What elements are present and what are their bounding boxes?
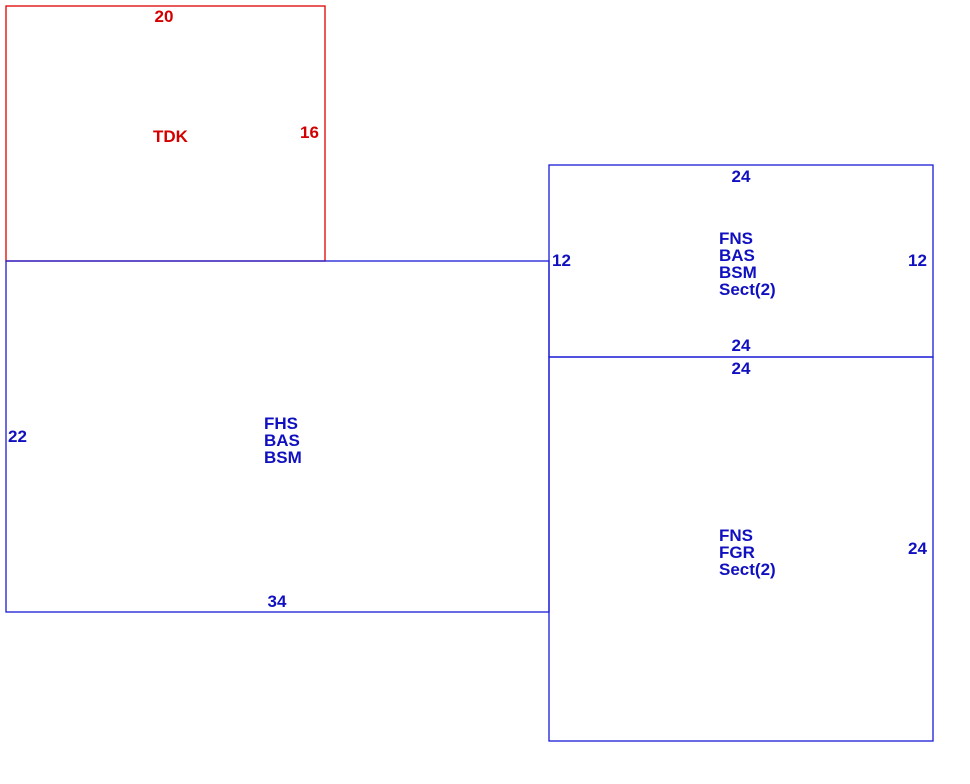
- upper-right-dim-bottom: 24: [732, 336, 751, 355]
- upper-right-code-1: FNS: [719, 229, 753, 248]
- upper-right-area: 24 12 12 24 FNS BAS BSM Sect(2): [548, 164, 934, 358]
- main-area: 22 34 FHS BAS BSM: [5, 260, 550, 613]
- main-area-code-3: BSM: [264, 448, 302, 467]
- deck-dim-top: 20: [155, 7, 174, 26]
- upper-right-code-3: BSM: [719, 263, 757, 282]
- upper-right-code-2: BAS: [719, 246, 755, 265]
- main-area-dim-left: 22: [8, 427, 27, 446]
- upper-right-dim-top: 24: [732, 167, 751, 186]
- main-area-dim-bottom: 34: [268, 592, 287, 611]
- lower-right-dim-right: 24: [908, 539, 927, 558]
- lower-right-code-1: FNS: [719, 526, 753, 545]
- lower-right-area-outline: [548, 356, 934, 742]
- lower-right-code-3: Sect(2): [719, 560, 776, 579]
- main-area-code-2: BAS: [264, 431, 300, 450]
- deck-area: 20 16 TDK: [5, 5, 326, 262]
- deck-code-label: TDK: [153, 127, 189, 146]
- main-area-code-1: FHS: [264, 414, 298, 433]
- deck-dim-right: 16: [300, 123, 319, 142]
- lower-right-area: 24 24 FNS FGR Sect(2): [548, 356, 934, 742]
- upper-right-code-4: Sect(2): [719, 280, 776, 299]
- lower-right-code-2: FGR: [719, 543, 755, 562]
- upper-right-dim-right: 12: [908, 251, 927, 270]
- upper-right-dim-left: 12: [552, 251, 571, 270]
- lower-right-dim-top: 24: [732, 359, 751, 378]
